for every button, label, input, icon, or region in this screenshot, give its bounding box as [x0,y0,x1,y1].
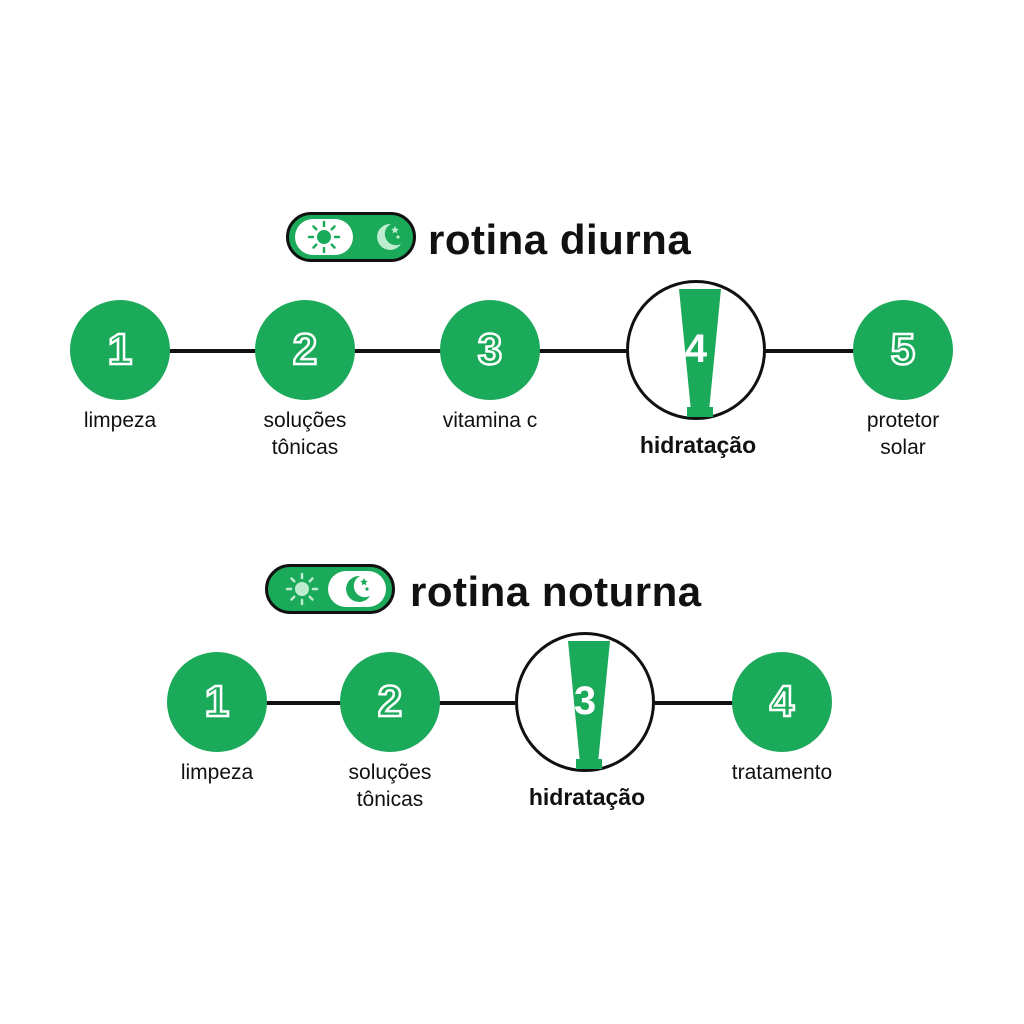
step-circle: 1 [70,300,170,400]
connector-line [165,349,260,353]
step-label-line: soluções [348,761,432,784]
step-label: vitamina c [390,407,590,434]
step-label-line: tratamento [731,761,833,784]
connector-line [350,349,445,353]
sun-icon [307,220,341,254]
connector-line [435,701,515,705]
step-label: soluções tônicas [205,407,405,461]
night-routine-title: rotina noturna [410,568,702,615]
step-label-line: soluções [263,409,347,432]
step-number: 1 [107,324,134,376]
step-label: hidratação [598,432,798,459]
step-number: 2 [377,676,404,728]
step-label: protetor solar [803,407,1003,461]
step-circle: 4 [732,652,832,752]
step-label: hidratação [487,784,687,811]
step-label-line: tônicas [356,788,424,811]
step-label: limpeza [20,407,220,434]
connector-line [535,349,630,353]
day-night-toggle[interactable] [286,212,416,262]
connector-line [262,701,342,705]
step-circle: 1 [167,652,267,752]
night-routine-section: rotina noturna 1 limpeza 2 soluções tôni… [0,552,1024,872]
step-label-line: vitamina c [442,409,538,432]
day-routine-section: rotina diurna 1 limpeza 2 soluções tônic… [0,200,1024,520]
day-routine-title: rotina diurna [428,216,692,263]
moon-stars-icon [377,223,401,250]
step-number: 1 [204,676,231,728]
sun-icon [285,572,319,606]
step-number: 2 [292,324,319,376]
step-label: limpeza [117,759,317,786]
step-label-line: hidratação [528,784,646,810]
step-number: 4 [769,676,796,728]
step-label-line: protetor [866,409,940,432]
step-number: 4 [684,327,708,371]
step-circle: 2 [255,300,355,400]
step-label-line: limpeza [180,761,254,784]
step-label-line: limpeza [83,409,157,432]
step-circle: 5 [853,300,953,400]
cream-tube-icon [679,289,721,417]
step-circle-highlight: 4 [626,280,766,420]
step-label-line: tônicas [271,436,339,459]
step-label-line: hidratação [639,432,757,458]
step-number: 3 [573,679,597,723]
connector-line [655,701,735,705]
step-circle-highlight: 3 [515,632,655,772]
step-circle: 2 [340,652,440,752]
moon-stars-icon [346,575,370,602]
cream-tube-icon [568,641,610,769]
night-routine-header: rotina noturna [0,562,1024,622]
step-number: 3 [477,324,504,376]
day-night-toggle[interactable] [265,564,395,614]
step-label: tratamento [682,759,882,786]
step-label-line: solar [880,436,926,459]
step-circle: 3 [440,300,540,400]
step-label: soluções tônicas [290,759,490,813]
connector-line [765,349,860,353]
step-number: 5 [890,324,917,376]
day-routine-header: rotina diurna [0,210,1024,270]
